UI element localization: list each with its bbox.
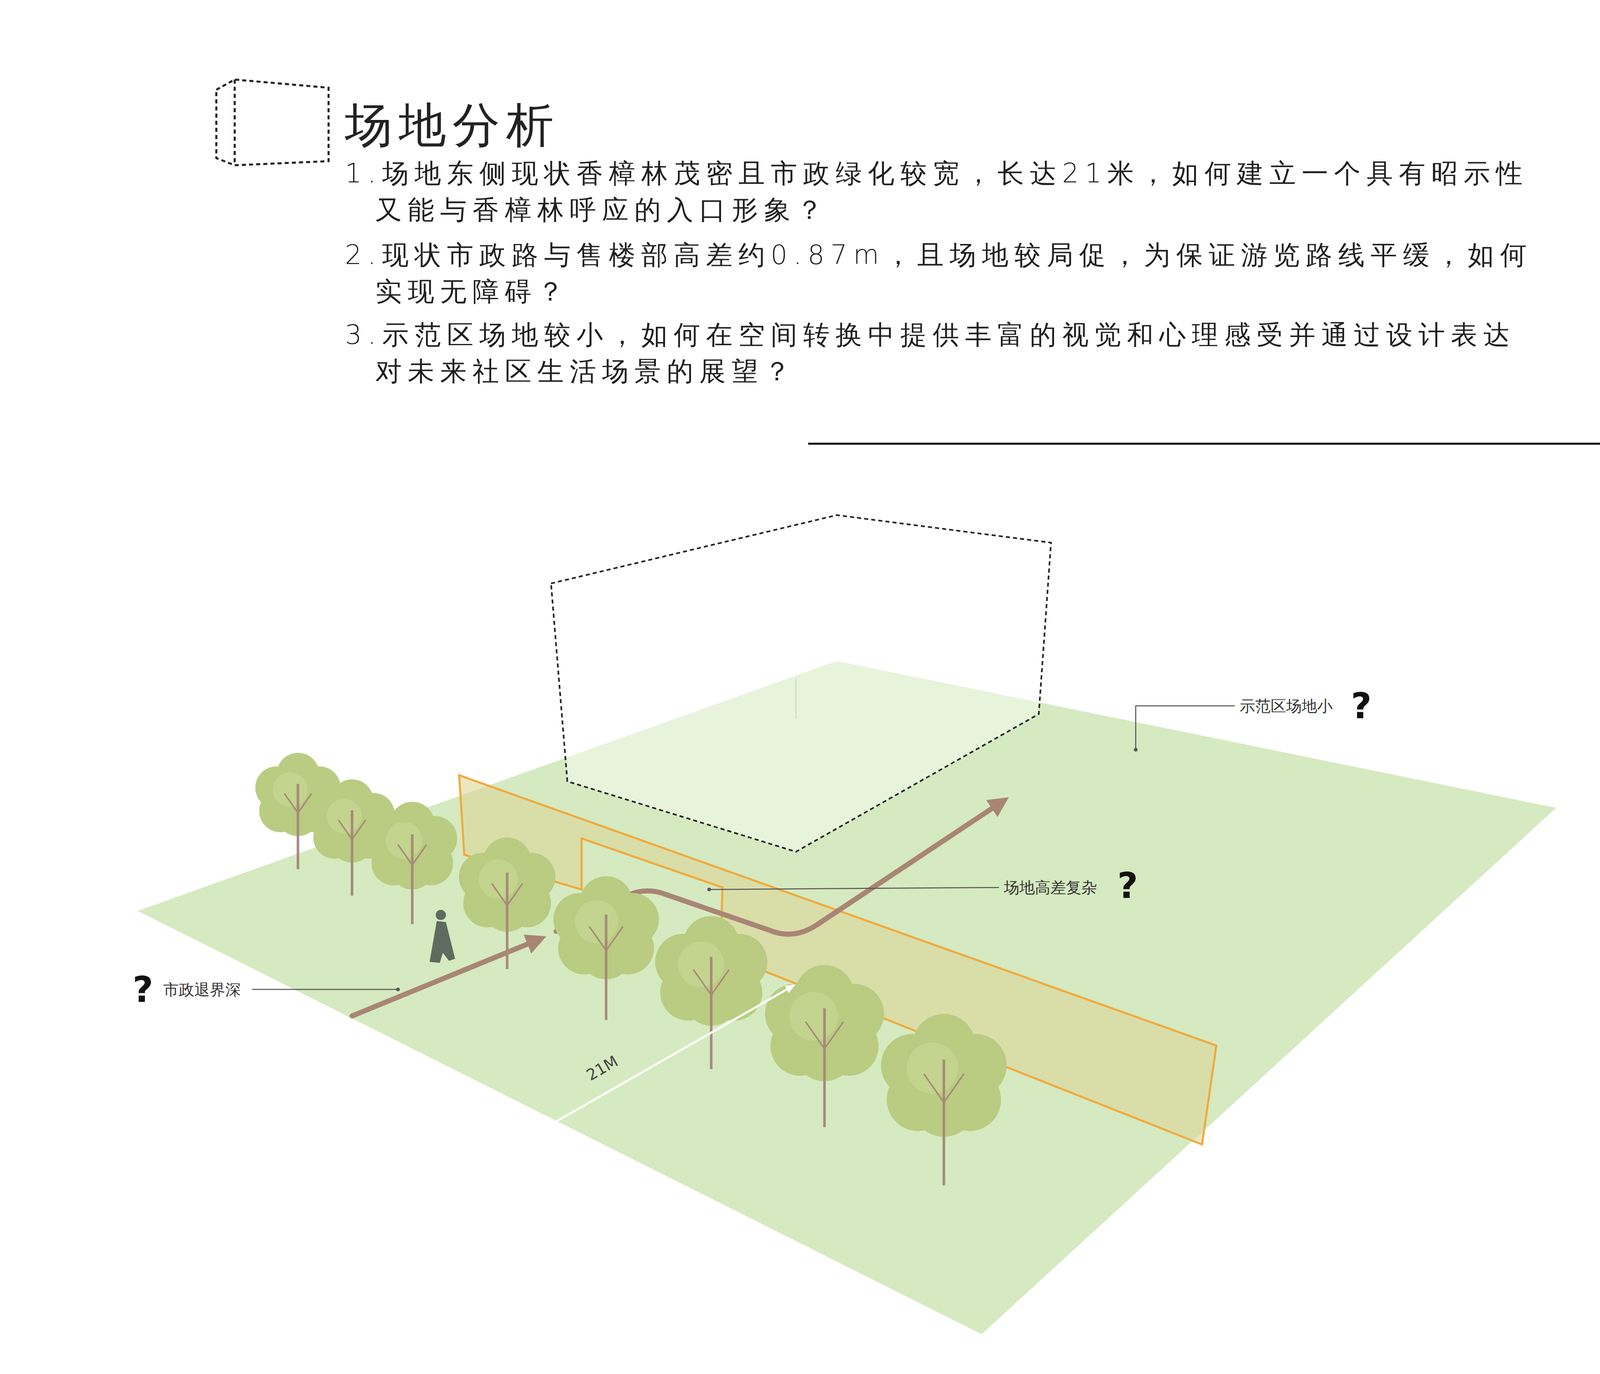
camphor-trees bbox=[255, 753, 1008, 1186]
callout-text: 示范区场地小 bbox=[1239, 696, 1333, 717]
tree bbox=[881, 1013, 1008, 1186]
question-mark: ? bbox=[132, 971, 154, 1008]
leader-line bbox=[1135, 706, 1235, 750]
title-icon bbox=[216, 79, 329, 166]
level-difference-band bbox=[459, 775, 1217, 1145]
leader-dot bbox=[707, 887, 712, 892]
building-edge bbox=[795, 678, 797, 719]
leader-line bbox=[709, 887, 999, 890]
tree-trunk bbox=[823, 1008, 826, 1128]
person-figure bbox=[429, 909, 456, 963]
note-paragraph: 1.场地东侧现状香樟林茂密且市政绿化较宽，长达21米，如何建立一个具有昭示性又能… bbox=[344, 155, 1539, 229]
tree-branch bbox=[338, 820, 366, 840]
tree-branch bbox=[589, 926, 624, 951]
tree-trunk bbox=[710, 956, 713, 1070]
building-outline bbox=[550, 515, 1051, 852]
note-paragraph: 2.现状市政路与售楼部高差约0.87m，且场地较局促，为保证游览路线平缓，如何实… bbox=[344, 236, 1539, 310]
dimension-line bbox=[507, 985, 795, 1150]
question-mark: ? bbox=[1117, 867, 1138, 904]
tree-trunk bbox=[350, 810, 354, 896]
tree-trunk bbox=[505, 872, 509, 970]
tree bbox=[553, 876, 659, 1020]
tree-trunk bbox=[942, 1059, 946, 1186]
callout-text: 场地高差复杂 bbox=[1003, 877, 1097, 898]
note-paragraph: 3.示范区场地较小，如何在空间转换中提供丰富的视觉和心理感受并通过设计表达对未来… bbox=[344, 316, 1539, 390]
tree-branch bbox=[805, 1022, 844, 1050]
tree-trunk bbox=[410, 834, 414, 925]
tree-branch bbox=[693, 969, 729, 996]
tree-branch bbox=[491, 883, 523, 906]
callout-text: 市政退界深 bbox=[163, 979, 241, 1000]
tree-branch bbox=[924, 1074, 965, 1103]
tree bbox=[654, 916, 768, 1070]
tree-branch bbox=[284, 793, 312, 813]
tree-branch bbox=[398, 844, 427, 866]
leader-line bbox=[252, 989, 399, 991]
tree bbox=[458, 837, 556, 970]
leader-dot bbox=[395, 987, 400, 992]
tree bbox=[367, 801, 458, 925]
tree bbox=[764, 965, 884, 1128]
separator-line bbox=[808, 442, 1600, 445]
tree-trunk bbox=[296, 784, 300, 870]
title: 场地分析 bbox=[344, 98, 561, 151]
leader-dot bbox=[1133, 748, 1138, 752]
question-mark: ? bbox=[1350, 688, 1372, 724]
tree-trunk bbox=[604, 914, 608, 1021]
